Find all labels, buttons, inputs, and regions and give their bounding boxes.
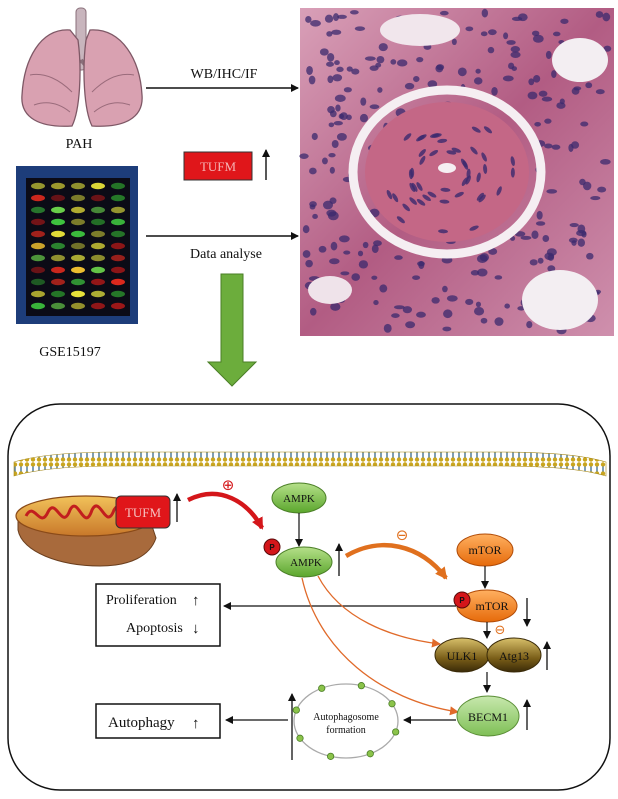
process-down-arrow — [206, 273, 258, 387]
apoptosis-down-arrow: ↓ — [192, 620, 200, 637]
proliferation-apoptosis-box — [95, 583, 221, 647]
phospho-label-mtor: P — [459, 596, 465, 605]
autophagosome-label-line2: formation — [326, 725, 365, 736]
histology-image — [299, 8, 614, 336]
atg13-label: Atg13 — [499, 649, 529, 663]
phospho-label-ampk: P — [269, 543, 275, 552]
inhibition-arrow — [344, 543, 448, 580]
minus-sign-top: ⊖ — [396, 527, 409, 544]
autophagy-up-arrow: ↑ — [192, 715, 200, 732]
autophagosome-label-line1: Autophagosome — [313, 712, 379, 723]
gse-label: GSE15197 — [39, 345, 100, 360]
pampk-to-ulk-arrow — [317, 575, 441, 648]
pampk-to-becm1-arrow — [301, 577, 459, 716]
mtor-label: mTOR — [468, 543, 501, 557]
autophagy-box — [95, 703, 221, 739]
tufm-badge-top — [183, 151, 253, 181]
tufm-label-top: TUFM — [200, 159, 237, 174]
becm1-node — [456, 695, 520, 737]
minus-sign-bottom: ⊖ — [495, 622, 506, 637]
ampk-label: AMPK — [283, 493, 315, 505]
atg13-node — [486, 637, 542, 673]
phospho-badge-mtor — [453, 591, 471, 609]
method-label: WB/IHC/IF — [191, 67, 258, 82]
autophagy-label: Autophagy — [108, 715, 175, 731]
activation-arrow — [186, 491, 264, 530]
plus-sign: ⊕ — [222, 477, 235, 494]
autophagosome-icon — [292, 682, 400, 760]
ulk1-label: ULK1 — [447, 649, 478, 663]
phospho-badge-ampk — [263, 538, 281, 556]
pah-label: PAH — [66, 137, 93, 152]
becm1-label: BECM1 — [468, 710, 508, 724]
proliferation-label: Proliferation — [106, 593, 177, 608]
lungs-icon — [21, 7, 143, 127]
p-ampk-node — [275, 546, 333, 578]
p-ampk-label: AMPK — [290, 557, 322, 569]
apoptosis-label: Apoptosis — [126, 621, 183, 636]
tufm-label-pathway: TUFM — [125, 505, 162, 520]
analysis-label: Data analyse — [190, 247, 262, 262]
cell-membrane — [13, 451, 607, 477]
p-mtor-label: mTOR — [475, 599, 508, 613]
proliferation-up-arrow: ↑ — [192, 592, 200, 609]
microarray-image — [16, 166, 138, 324]
tufm-badge-pathway — [115, 495, 171, 529]
